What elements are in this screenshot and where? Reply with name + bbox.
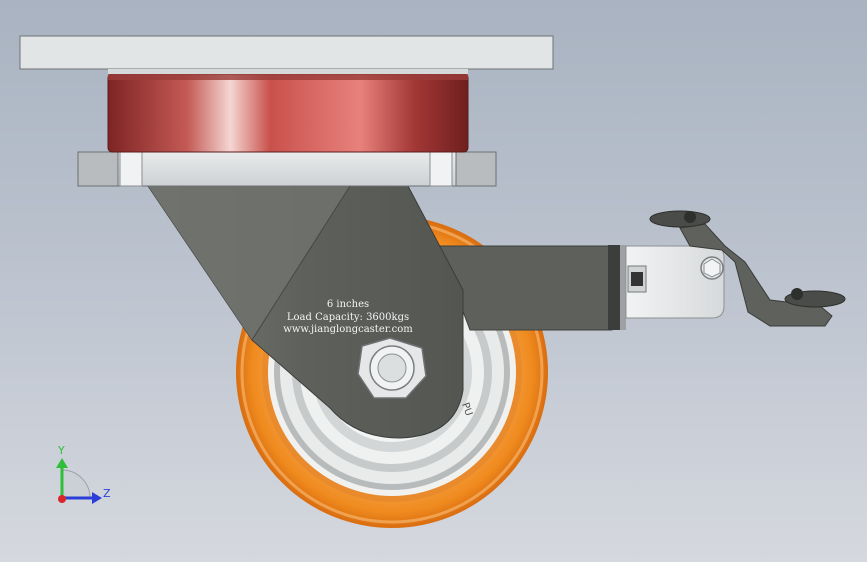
fork-bracket (147, 185, 464, 439)
origin-dot (58, 495, 66, 503)
top-plate (19, 35, 554, 74)
coordinate-triad[interactable]: Y Z (56, 444, 111, 504)
bracket-engraving: 6 inches Load Capacity: 3600kgs www.jian… (283, 299, 413, 335)
bearing-cylinder (107, 73, 469, 153)
z-axis-label: Z (103, 487, 111, 500)
engraving-size: 6 inches (327, 299, 369, 310)
engraving-url: www.jianglongcaster.com (283, 324, 413, 335)
y-axis-label: Y (57, 444, 65, 457)
engraving-load: Load Capacity: 3600kgs (287, 312, 409, 323)
swivel-plate (77, 151, 497, 187)
wheel-text: PU (459, 401, 474, 417)
brake-arm (429, 210, 846, 331)
